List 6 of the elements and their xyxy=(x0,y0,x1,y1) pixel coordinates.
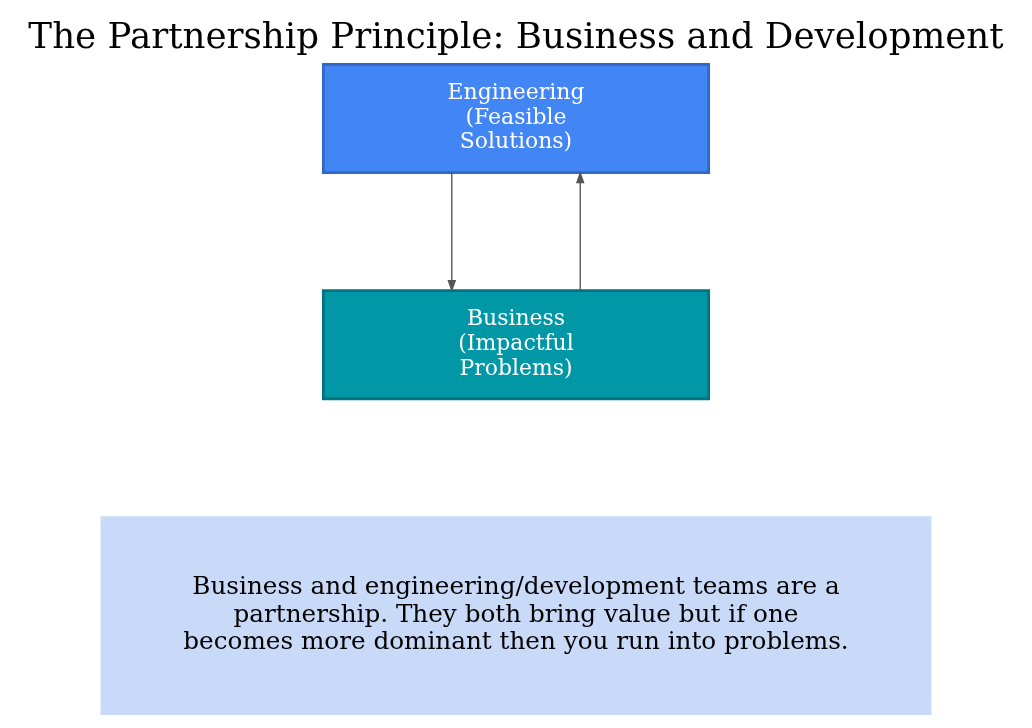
arrow xyxy=(447,172,457,293)
node-box: Engineering (Feasible Solutions) xyxy=(321,63,711,175)
arrow xyxy=(575,171,585,292)
node-box: Business (Impactful Problems) xyxy=(321,289,711,401)
diagram-title: The Partnership Principle: Business and Development xyxy=(28,14,1004,56)
node-box: Business and engineering/development teams are a partnership. They both bring value but if one becomes more dominant then you run into problems. xyxy=(100,516,932,716)
